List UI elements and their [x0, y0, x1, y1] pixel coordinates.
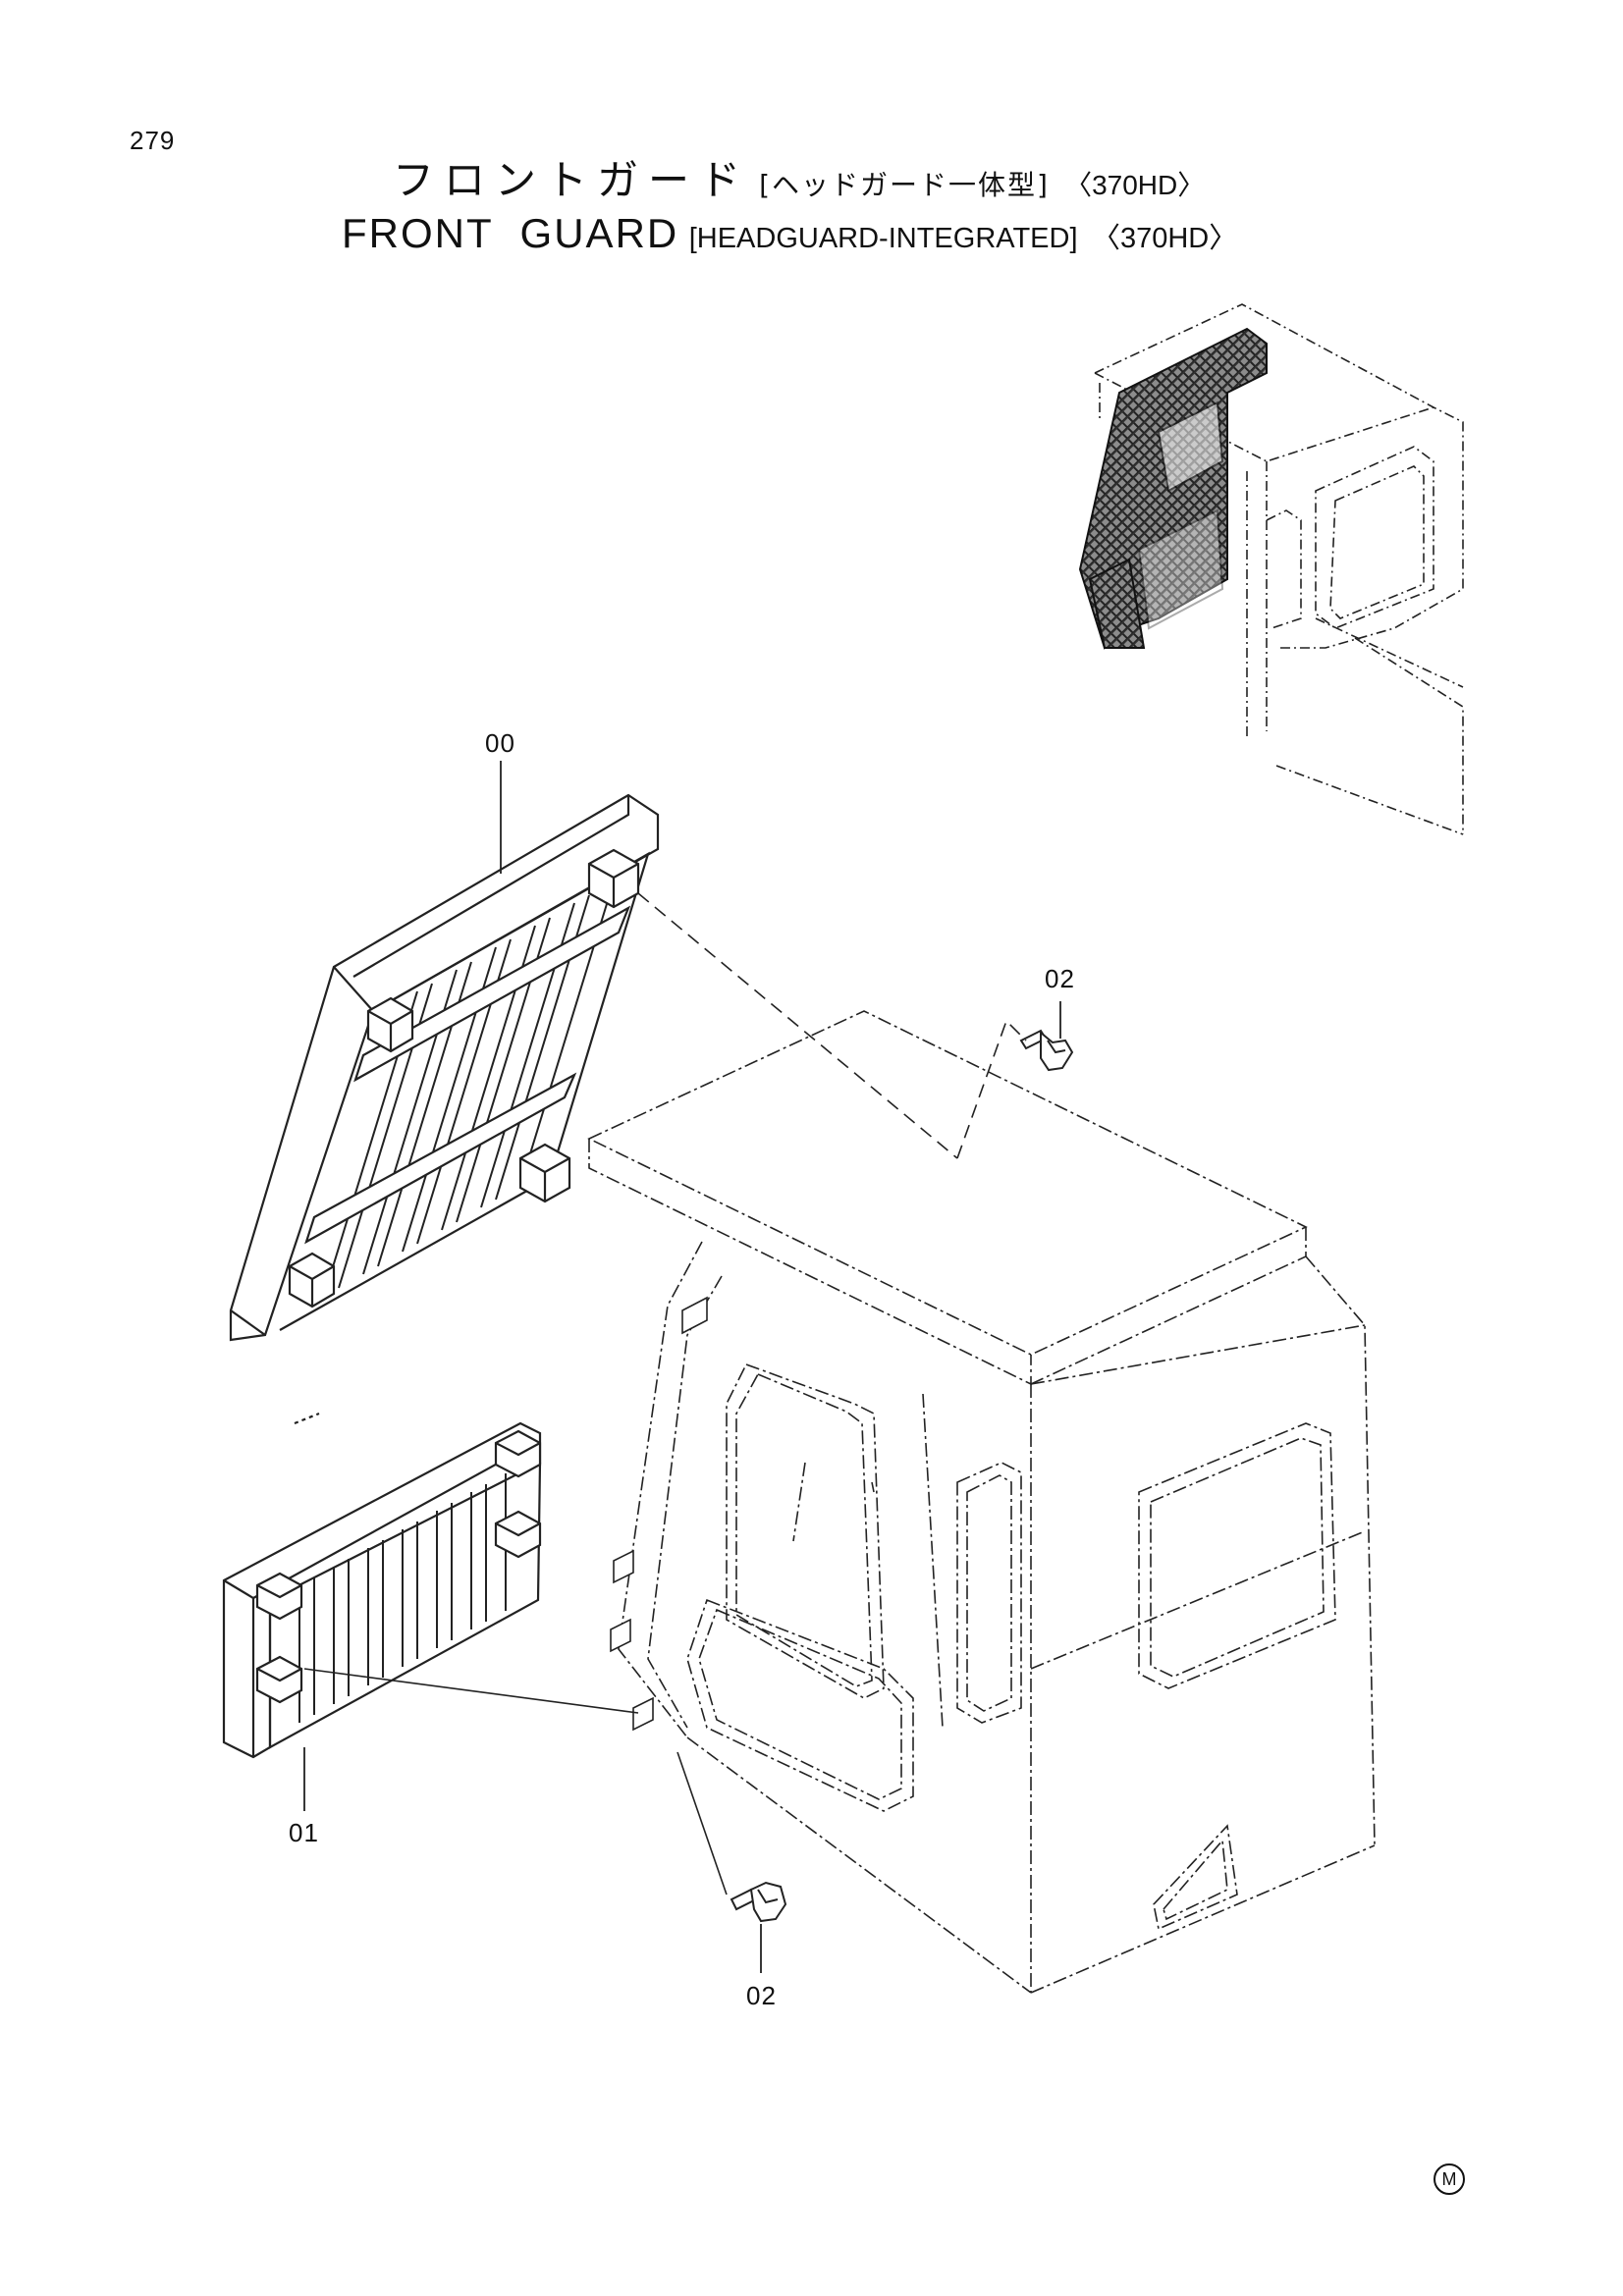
- callout-leaders: [303, 761, 1061, 1973]
- title-jp-model: 〈370HD〉: [1064, 170, 1206, 200]
- upper-front-guard: [229, 793, 660, 1342]
- cab-outline: [587, 1010, 1376, 1994]
- leader-lines: [303, 892, 1027, 1896]
- title-japanese: フロントガード [ヘッドガード一体型] 〈370HD〉: [393, 147, 1205, 207]
- callout-00: 00: [485, 728, 515, 758]
- title-jp-sub: [ヘッドガード一体型]: [759, 169, 1050, 201]
- title-english: FRONT GUARD [HEADGUARD-INTEGRATED] 〈370H…: [342, 210, 1237, 257]
- page-number: 279: [130, 126, 176, 155]
- title-en-main: FRONT GUARD: [342, 210, 679, 256]
- callout-02-upper: 02: [1045, 964, 1075, 993]
- callout-01: 01: [289, 1818, 319, 1847]
- m-circle-mark: M: [1434, 2163, 1465, 2195]
- title-en-sub: [HEADGUARD-INTEGRATED]: [688, 223, 1078, 254]
- inset-front-guard: [1078, 327, 1268, 650]
- title-en-model: 〈370HD〉: [1091, 223, 1238, 254]
- lower-bolt: [730, 1881, 787, 1923]
- upper-bolt: [1019, 1029, 1074, 1072]
- title-jp-main: フロントガード: [393, 156, 751, 204]
- callout-02-lower: 02: [746, 1981, 777, 2010]
- lower-front-guard: [222, 1412, 542, 1759]
